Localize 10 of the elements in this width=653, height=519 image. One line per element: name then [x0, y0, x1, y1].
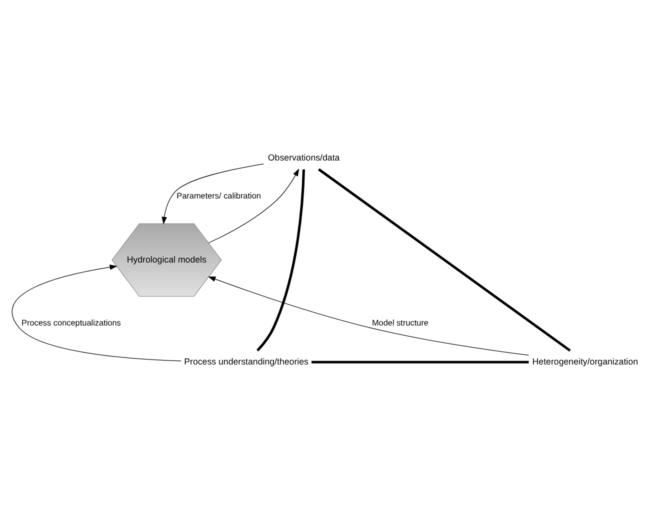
arrow [208, 168, 300, 243]
node-text: Observations/data [268, 152, 340, 162]
connector [318, 168, 571, 352]
arrow [208, 276, 530, 355]
node-text: Heterogeneity/organization [532, 356, 638, 366]
connector [312, 360, 529, 363]
arrow [12, 264, 182, 361]
arrow [162, 163, 264, 224]
connector [256, 168, 305, 351]
node-text: Process understanding/theories [184, 356, 308, 366]
